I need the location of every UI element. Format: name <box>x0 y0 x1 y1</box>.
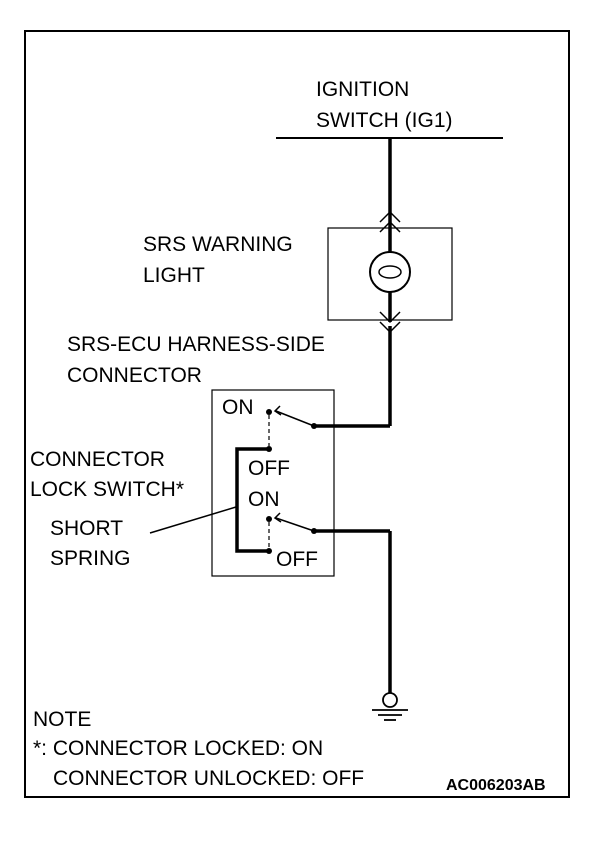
short-spring-bracket <box>235 447 269 553</box>
lock-switch-label-line1: CONNECTOR <box>30 448 165 471</box>
upper-switch-off-label: OFF <box>248 457 290 480</box>
warning-light-label-line2: LIGHT <box>143 264 205 287</box>
warning-light-label-line1: SRS WARNING <box>143 233 293 256</box>
connector-label-line2: CONNECTOR <box>67 364 202 387</box>
short-spring-leader <box>149 506 237 534</box>
lower-switch-blade <box>275 517 315 532</box>
ground-terminal <box>382 692 398 708</box>
ignition-label-line2: SWITCH (IG1) <box>316 109 453 132</box>
short-spring-label-line2: SPRING <box>50 547 131 570</box>
upper-switch-on-label: ON <box>222 396 254 419</box>
ignition-label-line1: IGNITION <box>316 78 410 101</box>
note-title: NOTE <box>33 708 92 731</box>
connector-label-line1: SRS-ECU HARNESS-SIDE <box>67 333 325 356</box>
note-line2: CONNECTOR UNLOCKED: OFF <box>53 767 365 790</box>
note-line1: *: CONNECTOR LOCKED: ON <box>33 737 324 760</box>
upper-connector-chevron-1 <box>379 210 401 223</box>
lower-switch-off-label: OFF <box>276 548 318 571</box>
upper-switch-blade <box>275 410 315 427</box>
bulb-icon <box>369 251 411 293</box>
bulb-filament <box>378 265 402 279</box>
diagram-frame <box>24 30 570 798</box>
connector-box <box>211 389 335 577</box>
short-spring-label-line1: SHORT <box>50 517 124 540</box>
lower-switch-on-label: ON <box>248 488 280 511</box>
lock-switch-label-line2: LOCK SWITCH* <box>30 478 185 501</box>
figure-code: AC006203AB <box>446 777 546 794</box>
lower-connector-chevron-1 <box>379 311 401 324</box>
